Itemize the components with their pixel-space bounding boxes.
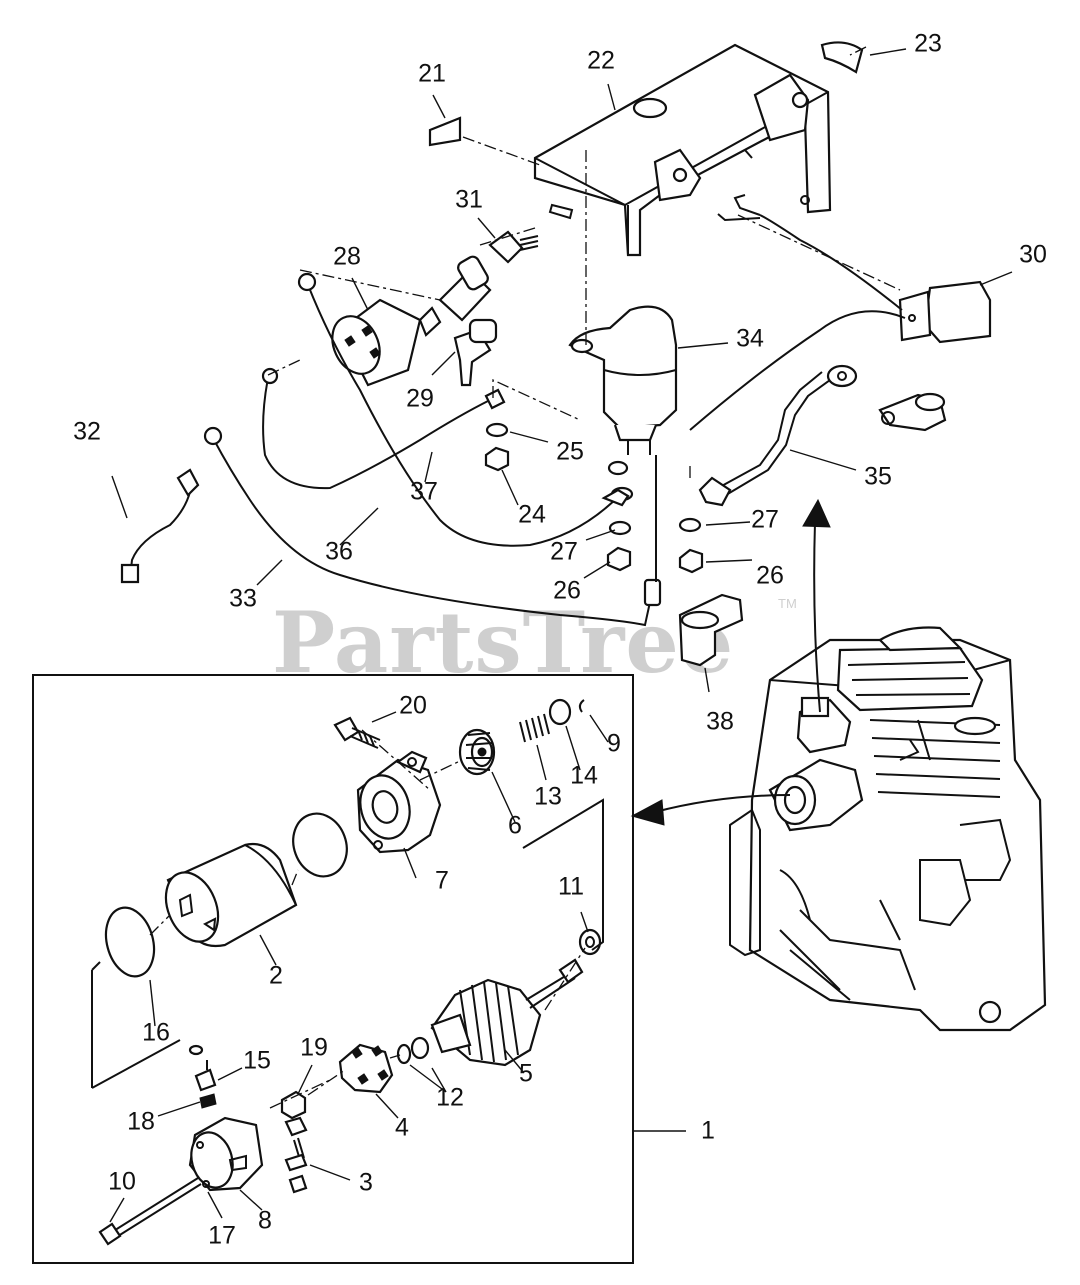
callout-36: 36 bbox=[325, 538, 353, 566]
callout-19: 19 bbox=[300, 1034, 328, 1062]
callout-21: 21 bbox=[418, 60, 446, 88]
callout-29: 29 bbox=[406, 385, 434, 413]
retaining-ring-9 bbox=[578, 699, 585, 713]
callout-22: 22 bbox=[587, 47, 615, 75]
callout-6: 6 bbox=[508, 812, 522, 840]
wire-33 bbox=[212, 437, 651, 627]
callout-27a: 27 bbox=[550, 538, 578, 566]
keys-29 bbox=[438, 255, 498, 387]
arrow-to-starter bbox=[630, 794, 791, 826]
callout-25: 25 bbox=[556, 438, 584, 466]
hardware-26-27-right bbox=[678, 517, 704, 574]
callout-23: 23 bbox=[914, 30, 942, 58]
phantom-lines bbox=[267, 46, 901, 478]
callout-30: 30 bbox=[1019, 241, 1047, 269]
callout-12: 12 bbox=[436, 1084, 464, 1112]
callout-10: 10 bbox=[108, 1168, 136, 1196]
engine-starter-mount bbox=[768, 758, 864, 832]
callout-27b: 27 bbox=[751, 506, 779, 534]
shield-23 bbox=[820, 41, 864, 74]
arrow-to-solenoid bbox=[802, 498, 831, 713]
bracket-11-group bbox=[522, 798, 604, 951]
callout-2: 2 bbox=[269, 962, 283, 990]
callout-16: 16 bbox=[142, 1019, 170, 1047]
spring-13 bbox=[519, 713, 550, 743]
terminal-boot-right bbox=[878, 392, 947, 432]
callout-24: 24 bbox=[518, 501, 546, 529]
brush-spring-19 bbox=[280, 1090, 308, 1137]
washers-12 bbox=[396, 1036, 430, 1065]
ignition-coil-30 bbox=[689, 194, 992, 431]
callout-38: 38 bbox=[706, 708, 734, 736]
callout-7: 7 bbox=[435, 867, 449, 895]
callout-28: 28 bbox=[333, 243, 361, 271]
frame-2 bbox=[164, 842, 298, 948]
wire-37 bbox=[262, 377, 491, 490]
callout-18: 18 bbox=[127, 1108, 155, 1136]
knob-21 bbox=[428, 116, 462, 147]
o-ring-upper bbox=[292, 812, 348, 878]
callout-4: 4 bbox=[395, 1114, 409, 1142]
callout-37: 37 bbox=[410, 478, 438, 506]
end-cap-8 bbox=[188, 1116, 264, 1192]
callout-9: 9 bbox=[607, 730, 621, 758]
brush-terminal-15-18 bbox=[188, 1044, 217, 1109]
callout-31: 31 bbox=[455, 186, 483, 214]
terminal-boot-38 bbox=[678, 593, 744, 667]
through-bolt-20 bbox=[333, 716, 381, 749]
pinion-6 bbox=[458, 728, 496, 776]
stop-collar-14 bbox=[548, 698, 572, 726]
dash-bracket bbox=[533, 43, 832, 257]
leader-lines-upper bbox=[111, 48, 1013, 693]
hardware-26-27-left bbox=[601, 460, 634, 572]
callout-20: 20 bbox=[399, 692, 427, 720]
brush-holder-4 bbox=[338, 1043, 394, 1094]
callout-26b: 26 bbox=[756, 562, 784, 590]
callout-1: 1 bbox=[701, 1117, 715, 1145]
callout-35: 35 bbox=[864, 463, 892, 491]
engine-solenoid-mount bbox=[796, 696, 852, 754]
callout-15: 15 bbox=[243, 1047, 271, 1075]
solenoid-34 bbox=[568, 305, 678, 455]
callout-13: 13 bbox=[534, 783, 562, 811]
drive-housing-7 bbox=[356, 750, 442, 854]
callout-5: 5 bbox=[519, 1060, 533, 1088]
callout-14: 14 bbox=[570, 762, 598, 790]
callout-3: 3 bbox=[359, 1169, 373, 1197]
wire-36 bbox=[307, 284, 621, 547]
callout-11: 11 bbox=[558, 873, 584, 901]
callout-labels: 1 2 3 4 5 6 7 8 9 10 11 12 13 14 15 16 1… bbox=[73, 30, 1047, 1250]
starter-phantom-lines bbox=[149, 729, 586, 1109]
leader-lines-lower bbox=[109, 711, 609, 1223]
starter-assembly-frame bbox=[32, 674, 634, 1264]
end-cap-bolt-10 bbox=[98, 1177, 202, 1246]
ignition-switch-28 bbox=[331, 298, 442, 387]
wire-32 bbox=[129, 477, 192, 579]
battery-cable-35 bbox=[698, 364, 858, 507]
callout-8: 8 bbox=[258, 1207, 272, 1235]
engine-block bbox=[729, 626, 1047, 1032]
lockwasher-17 bbox=[202, 1180, 210, 1188]
callout-33: 33 bbox=[229, 585, 257, 613]
callout-32: 32 bbox=[73, 418, 101, 446]
bracket-16-group bbox=[91, 961, 181, 1089]
brush-3 bbox=[284, 1137, 308, 1194]
screw-31 bbox=[488, 230, 539, 264]
o-ring-16 bbox=[104, 906, 156, 978]
hardware-24-25 bbox=[484, 422, 510, 472]
armature-5 bbox=[430, 958, 584, 1067]
callout-26a: 26 bbox=[553, 577, 581, 605]
callout-17: 17 bbox=[208, 1222, 236, 1250]
watermark-trademark: TM bbox=[778, 596, 797, 611]
wire-32-connector bbox=[120, 563, 140, 584]
callout-34: 34 bbox=[736, 325, 764, 353]
